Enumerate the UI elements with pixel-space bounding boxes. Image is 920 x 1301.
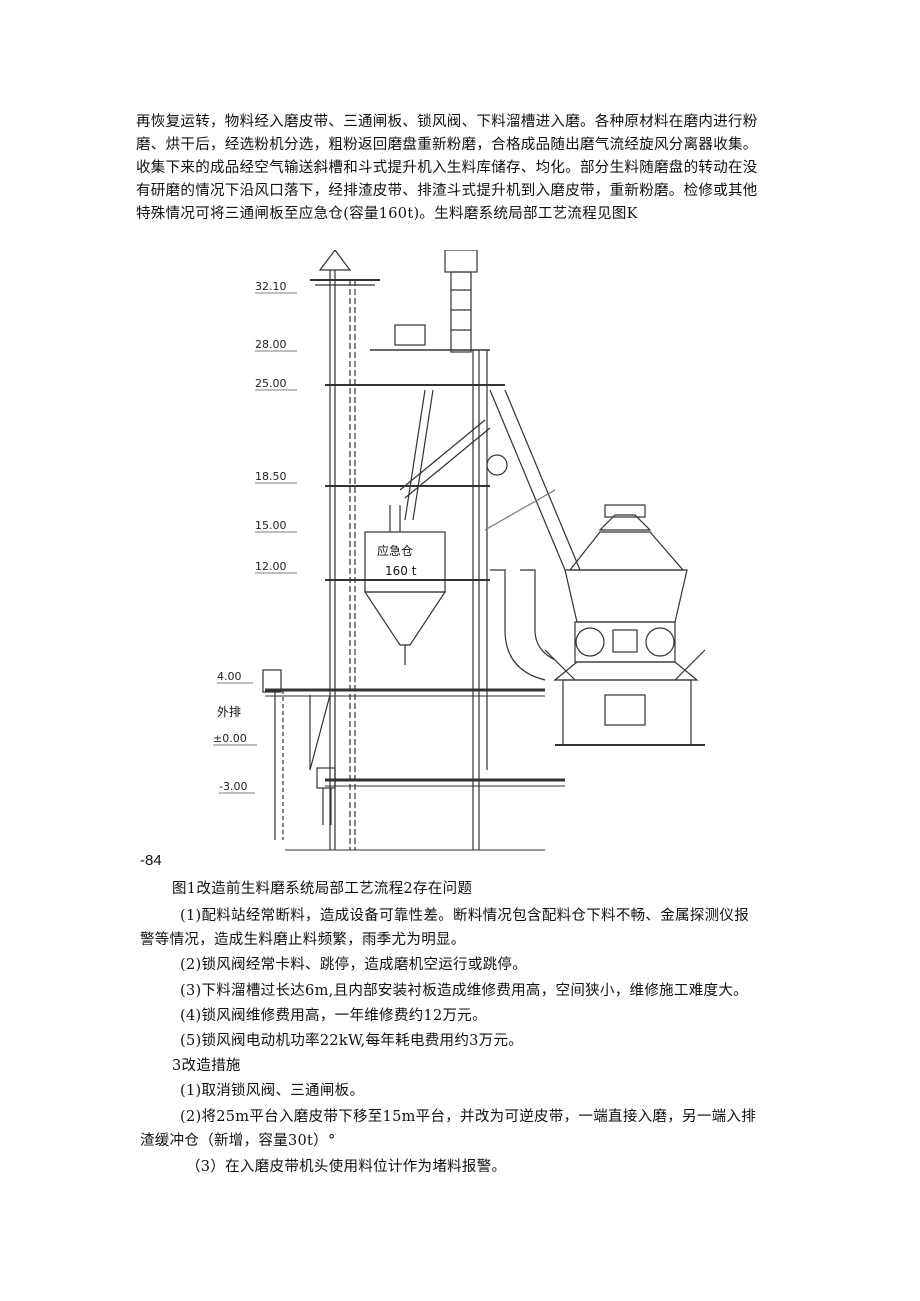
elevation-label: -3.00 — [219, 780, 247, 793]
elevation-label: 32.10 — [255, 280, 287, 293]
section-heading: 3改造措施 — [172, 1058, 241, 1074]
hot-air-duct — [490, 569, 556, 681]
inclined-conveyor — [399, 389, 581, 571]
elevation-labels: 32.10 28.00 25.00 18.50 15.00 12.00 4.00… — [213, 280, 287, 793]
side-discharge: 外排 — [217, 669, 336, 825]
text-line: 再恢复运转，物料经入磨皮带、三通闸板、锁风阀、下料溜槽进入磨。各种原材料在磨内进… — [136, 114, 758, 130]
measure-item: (2)将25m平台入磨皮带下移至15m平台，并改为可逆皮带，一端直接入磨，另一端… — [180, 1109, 757, 1125]
elevation-label: 25.00 — [255, 377, 287, 390]
problem-item: (5)锁风阀电动机功率22kW,每年耗电费用约3万元。 — [180, 1033, 524, 1049]
elevation-label: 4.00 — [217, 670, 242, 683]
problem-item: (1)配料站经常断料，造成设备可靠性差。断料情况包含配料仓下料不畅、金属探测仪报 — [180, 908, 750, 924]
process-flow-diagram: 32.10 28.00 25.00 18.50 15.00 12.00 4.00… — [205, 250, 725, 860]
problem-item: (3)下料溜槽过长达6m,且内部安装衬板造成维修费用高，空间狭小，维修施工难度大… — [180, 983, 748, 999]
measure-item: (1)取消锁风阀、三通闸板。 — [180, 1083, 365, 1099]
top-lifting-frame — [310, 250, 490, 353]
tower-structure — [265, 270, 565, 851]
elevation-label: 15.00 — [255, 519, 287, 532]
elevation-label: 18.50 — [255, 470, 287, 483]
text-line: 特殊情况可将三通闸板至应急仓(容量160t)。生料磨系统局部工艺流程见图K — [136, 206, 638, 222]
elevation-label: ±0.00 — [213, 732, 247, 745]
emergency-bin: 应急仓 160 t — [363, 505, 447, 665]
problem-item: (4)锁风阀维修费用高，一年维修费约12万元。 — [180, 1008, 487, 1024]
text-line: 磨、烘干后，经选粉机分选，粗粉返回磨盘重新粉磨，合格成品随出磨气流经旋风分离器收… — [136, 137, 758, 153]
bin-capacity: 160 t — [385, 564, 417, 578]
text-line: 收集下来的成品经空气输送斜槽和斗式提升机入生料库储存、均化。部分生料随磨盘的转动… — [136, 160, 758, 176]
vertical-mill — [544, 504, 706, 746]
figure-caption: 图1改造前生料磨系统局部工艺流程2存在问题 — [172, 881, 473, 897]
elevation-label: 28.00 — [255, 338, 287, 351]
problem-item: 警等情况，造成生料磨止料频繁，雨季尤为明显。 — [140, 932, 466, 948]
problem-item: (2)锁风阀经常卡料、跳停，造成磨机空运行或跳停。 — [180, 957, 528, 973]
elevation-label: 12.00 — [255, 560, 287, 573]
measure-item: 渣缓冲仓（新增，容量30t）° — [140, 1133, 336, 1149]
page-number: -84 — [140, 852, 162, 869]
elevation-ticks — [213, 292, 297, 794]
side-label: 外排 — [217, 705, 241, 719]
measure-item: （3）在入磨皮带机头使用料位计作为堵料报警。 — [186, 1159, 507, 1175]
bin-label: 应急仓 — [377, 543, 413, 558]
text-line: 有研磨的情况下沿风口落下，经排渣皮带、排渣斗式提升机到入磨皮带，重新粉磨。检修或… — [136, 183, 758, 199]
